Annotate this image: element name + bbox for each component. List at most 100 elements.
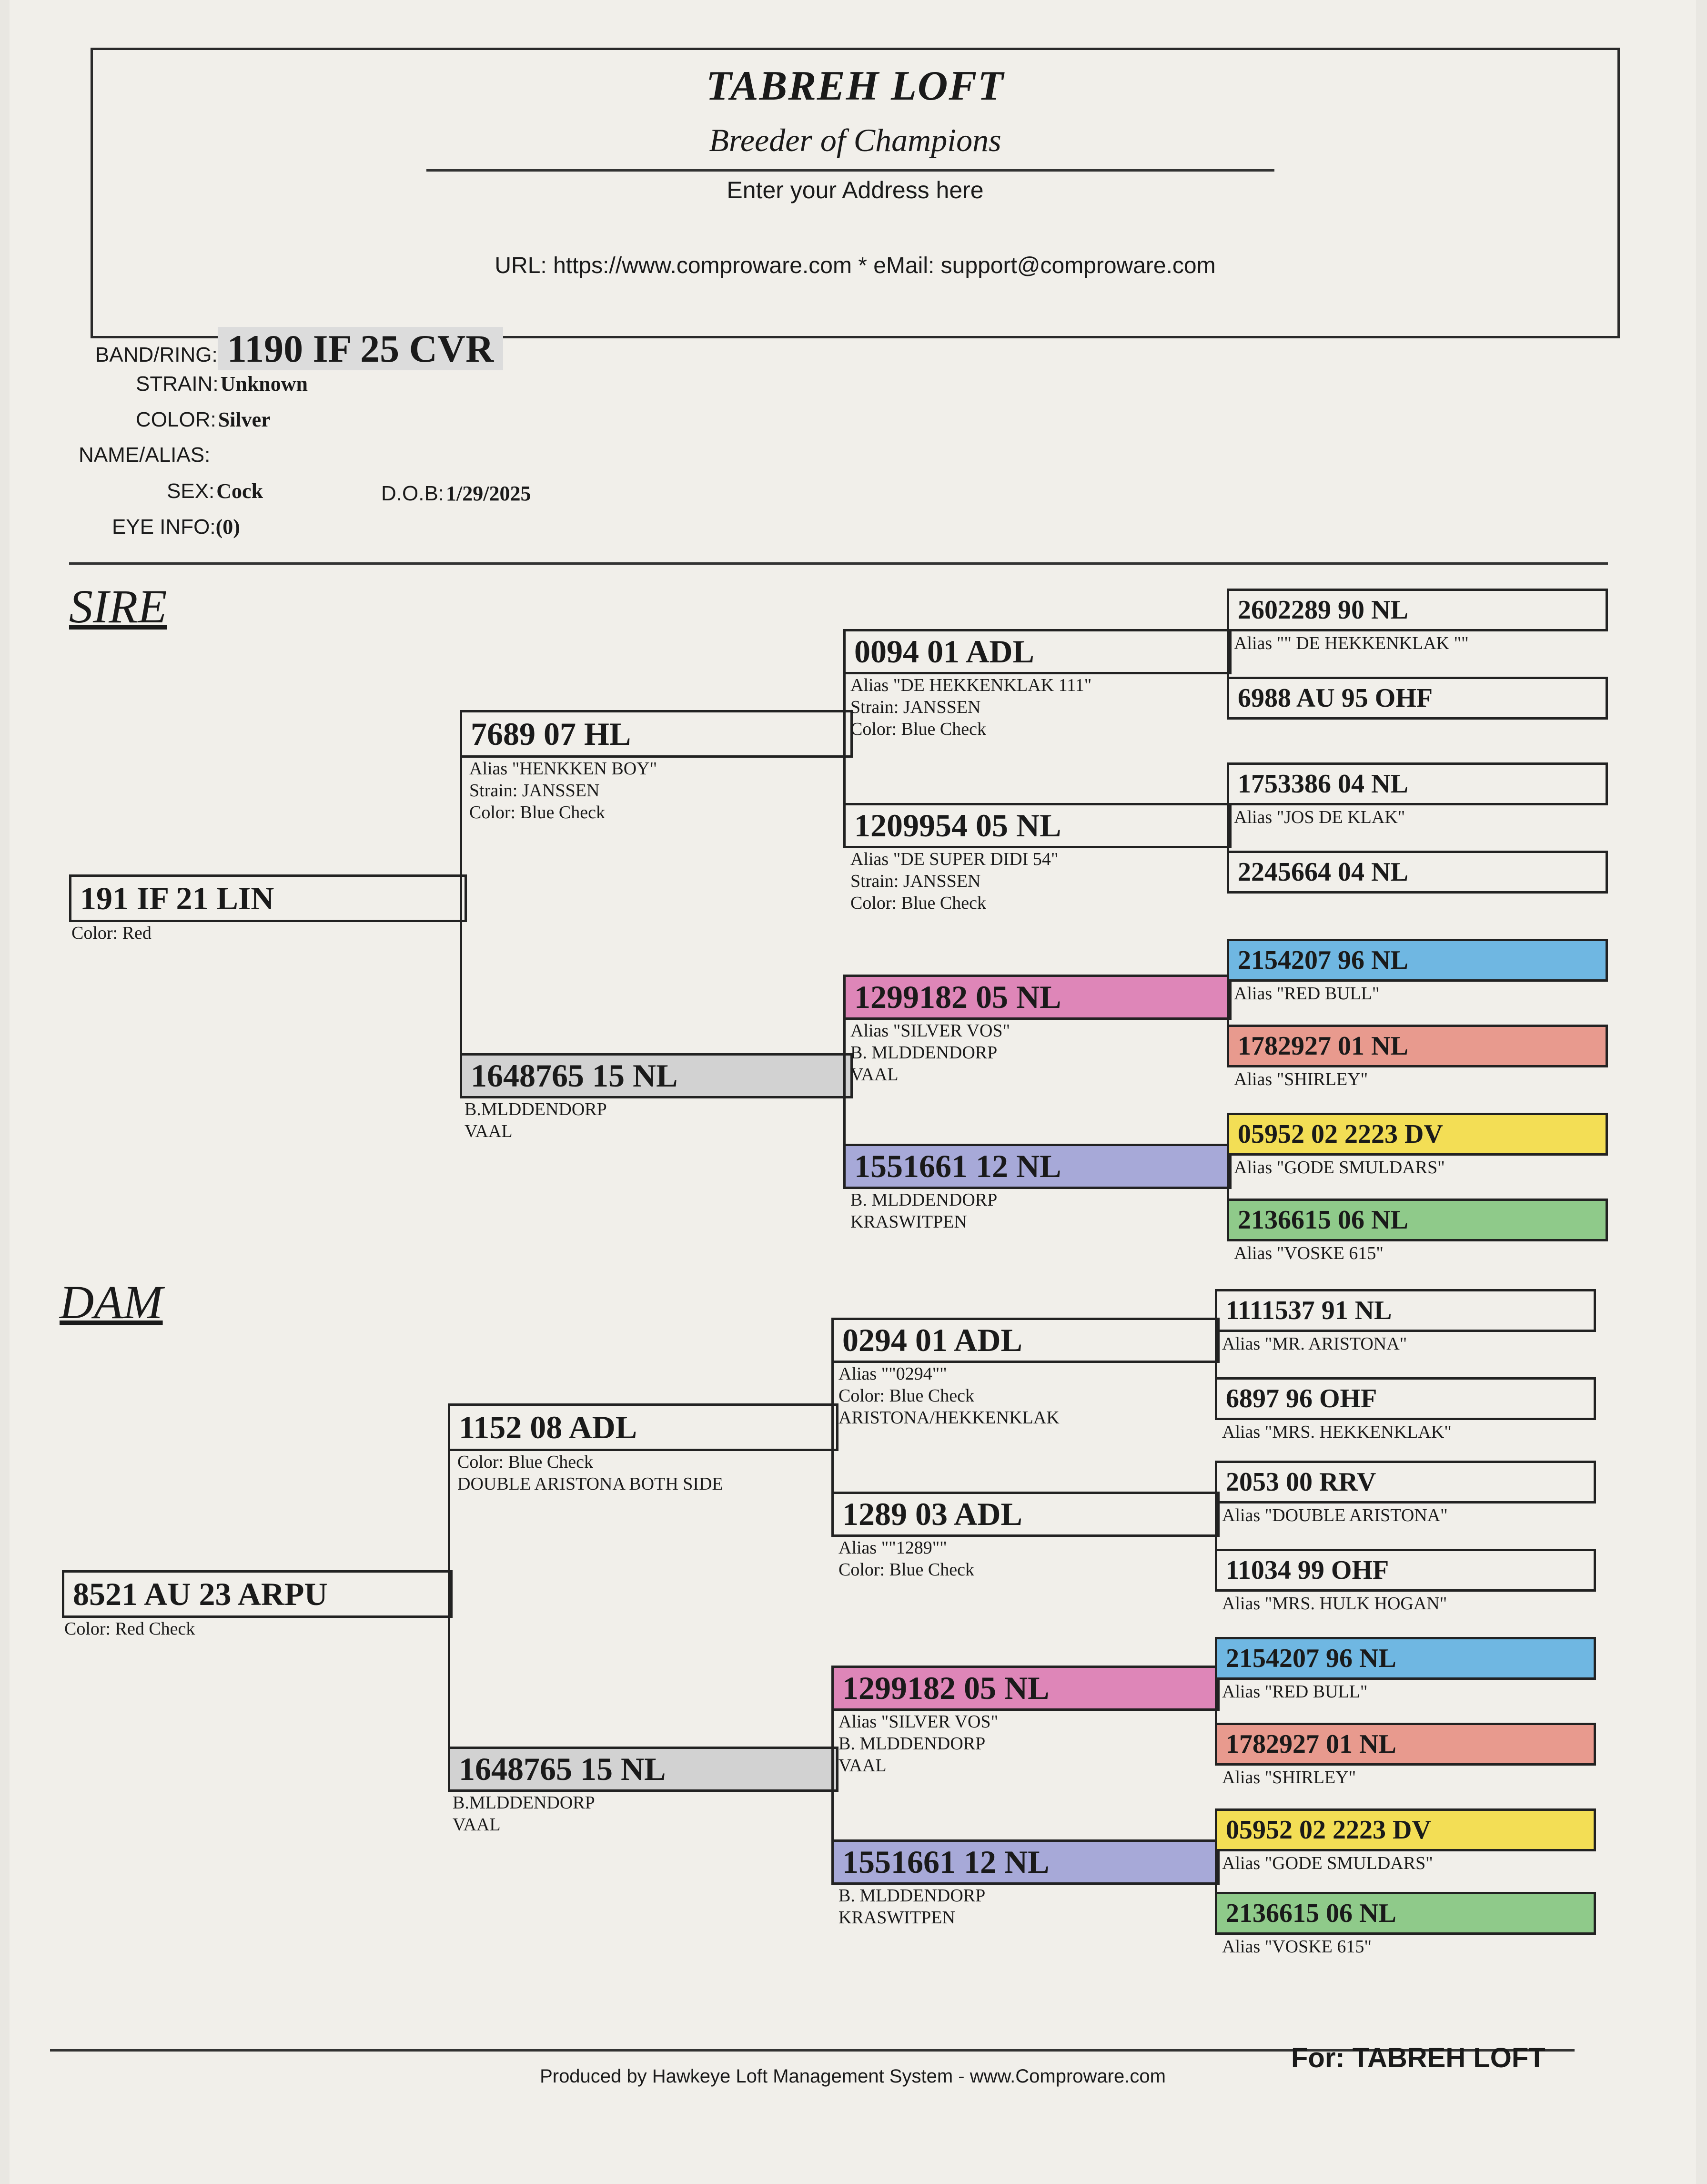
footer-produced: Produced by Hawkeye Loft Management Syst… — [540, 2066, 1166, 2087]
dam-g4-notes-1: Alias "MR. ARISTONA" — [1222, 1333, 1407, 1355]
eye-value: (0) — [215, 515, 240, 538]
sire-g3-ring-1: 0094 01 ADL — [843, 629, 1232, 674]
sire-bracket-g4-2 — [1227, 784, 1229, 872]
header-divider — [426, 169, 1274, 172]
sire-parent-ring: 191 IF 21 LIN — [69, 874, 467, 922]
note-line: Alias "SHIRLEY" — [1234, 1069, 1368, 1089]
eye-row: EYE INFO:(0) — [112, 515, 240, 539]
note-line: Alias "GODE SMULDARS" — [1234, 1158, 1445, 1178]
sire-bracket-g4-4 — [1227, 1134, 1229, 1220]
eye-label: EYE INFO: — [112, 515, 216, 538]
sire-g4-ring-3: 1753386 04 NL — [1227, 762, 1608, 805]
note-line: Alias "" DE HEKKENKLAK "" — [1234, 633, 1469, 653]
dob-row: D.O.B: 1/29/2025 — [381, 481, 531, 506]
note-line: VAAL — [465, 1121, 513, 1141]
dam-g3-ring-4: 1551661 12 NL — [831, 1839, 1220, 1885]
sire-bracket-g3-bottom — [843, 998, 846, 1168]
note-line: Strain: JANSSEN — [850, 697, 981, 717]
info-divider — [69, 562, 1608, 565]
note-line: B. MLDDENDORP — [838, 1886, 986, 1906]
sire-g4-ring-5: 2154207 96 NL — [1227, 939, 1608, 982]
dam-g4-notes-7: Alias "GODE SMULDARS" — [1222, 1852, 1433, 1874]
sire-bracket-g3-top — [843, 653, 846, 827]
note-line: Strain: JANSSEN — [469, 781, 600, 801]
dam-g4-notes-4: Alias "MRS. HULK HOGAN" — [1222, 1593, 1447, 1615]
dam-g2-top-ring: 1152 08 ADL — [448, 1403, 838, 1451]
note-line: Color: Blue Check — [469, 802, 605, 823]
note-line: Alias "HENKKEN BOY" — [469, 759, 657, 779]
dam-g3-ring-2: 1289 03 ADL — [831, 1492, 1220, 1537]
band-label: BAND/RING: — [95, 343, 218, 366]
sire-g4-ring-2: 6988 AU 95 OHF — [1227, 677, 1608, 720]
sire-parent-notes: Color: Red — [71, 922, 152, 944]
sire-g3-ring-4: 1551661 12 NL — [843, 1144, 1232, 1189]
color-row: COLOR: Silver — [136, 407, 271, 432]
sire-g3-ring-2: 1209954 05 NL — [843, 803, 1232, 848]
dam-g4-notes-6: Alias "SHIRLEY" — [1222, 1767, 1356, 1788]
dam-g4-ring-6: 1782927 01 NL — [1215, 1723, 1596, 1766]
note-line: Alias "VOSKE 615" — [1222, 1937, 1372, 1957]
note-line: Color: Blue Check — [457, 1452, 593, 1472]
note-line: Alias "GODE SMULDARS" — [1222, 1853, 1433, 1873]
strain-value: Unknown — [220, 372, 308, 396]
color-value: Silver — [218, 408, 271, 431]
header-box: TABREH LOFT Breeder of Champions Enter y… — [91, 48, 1620, 338]
note-line: DOUBLE ARISTONA BOTH SIDE — [457, 1474, 723, 1494]
dam-bracket-g4-2 — [1215, 1482, 1217, 1570]
band-row: BAND/RING:1190 IF 25 CVR — [95, 326, 504, 371]
pedigree-page: TABREH LOFT Breeder of Champions Enter y… — [10, 0, 1696, 2184]
note-line: B.MLDDENDORP — [465, 1099, 607, 1119]
sire-g2-bottom-ring: 1648765 15 NL — [460, 1053, 853, 1098]
note-line: Alias "DE HEKKENKLAK 111" — [850, 675, 1092, 695]
color-label: COLOR: — [136, 408, 216, 431]
sire-g3-ring-3: 1299182 05 NL — [843, 975, 1232, 1020]
sire-g2-top-ring: 7689 07 HL — [460, 710, 853, 758]
sire-g4-ring-7: 05952 02 2223 DV — [1227, 1113, 1608, 1156]
sire-bracket-g2 — [460, 734, 462, 1077]
dam-g4-ring-4: 11034 99 OHF — [1215, 1549, 1596, 1592]
dam-heading: DAM — [60, 1276, 163, 1329]
sex-row: SEX: Cock — [167, 479, 263, 503]
note-line: Strain: JANSSEN — [850, 871, 981, 891]
sire-heading: SIRE — [69, 580, 167, 633]
sire-g4-notes-8: Alias "VOSKE 615" — [1234, 1242, 1384, 1264]
footer-divider — [50, 2049, 1575, 2052]
dam-bracket-g4-1 — [1215, 1310, 1217, 1399]
dam-g4-ring-2: 6897 96 OHF — [1215, 1377, 1596, 1420]
sire-g4-ring-4: 2245664 04 NL — [1227, 851, 1608, 894]
note-line: Color: Red Check — [64, 1619, 195, 1639]
note-line: VAAL — [838, 1756, 887, 1776]
dob-value: 1/29/2025 — [446, 482, 531, 505]
dam-g4-notes-3: Alias "DOUBLE ARISTONA" — [1222, 1504, 1448, 1526]
dam-bracket-g2 — [448, 1427, 450, 1770]
note-line: B. MLDDENDORP — [850, 1043, 998, 1063]
note-line: B.MLDDENDORP — [453, 1793, 595, 1813]
name-label: NAME/ALIAS: — [79, 443, 211, 467]
note-line: VAAL — [850, 1065, 899, 1085]
dam-g4-notes-2: Alias "MRS. HEKKENKLAK" — [1222, 1421, 1452, 1443]
note-line: Alias ""1289"" — [838, 1538, 947, 1558]
dam-g4-ring-7: 05952 02 2223 DV — [1215, 1808, 1596, 1851]
loft-title: TABREH LOFT — [706, 63, 1004, 109]
note-line: Alias "DOUBLE ARISTONA" — [1222, 1505, 1448, 1525]
loft-contact: URL: https://www.comproware.com * eMail:… — [495, 253, 1216, 278]
note-line: Alias "VOSKE 615" — [1234, 1243, 1384, 1263]
dam-g4-notes-5: Alias "RED BULL" — [1222, 1681, 1367, 1703]
sire-g4-notes-5: Alias "RED BULL" — [1234, 983, 1379, 1005]
note-line: Alias "SHIRLEY" — [1222, 1768, 1356, 1788]
dam-g4-ring-1: 1111537 91 NL — [1215, 1289, 1596, 1332]
dam-g4-ring-8: 2136615 06 NL — [1215, 1892, 1596, 1935]
sex-label: SEX: — [167, 479, 215, 503]
dam-bracket-g3-bottom — [831, 1689, 834, 1863]
sire-g4-ring-8: 2136615 06 NL — [1227, 1199, 1608, 1241]
dam-g2-bottom-ring: 1648765 15 NL — [448, 1747, 838, 1792]
note-line: KRASWITPEN — [838, 1908, 955, 1928]
note-line: Alias ""0294"" — [838, 1364, 947, 1384]
note-line: Alias "MRS. HEKKENKLAK" — [1222, 1422, 1452, 1442]
